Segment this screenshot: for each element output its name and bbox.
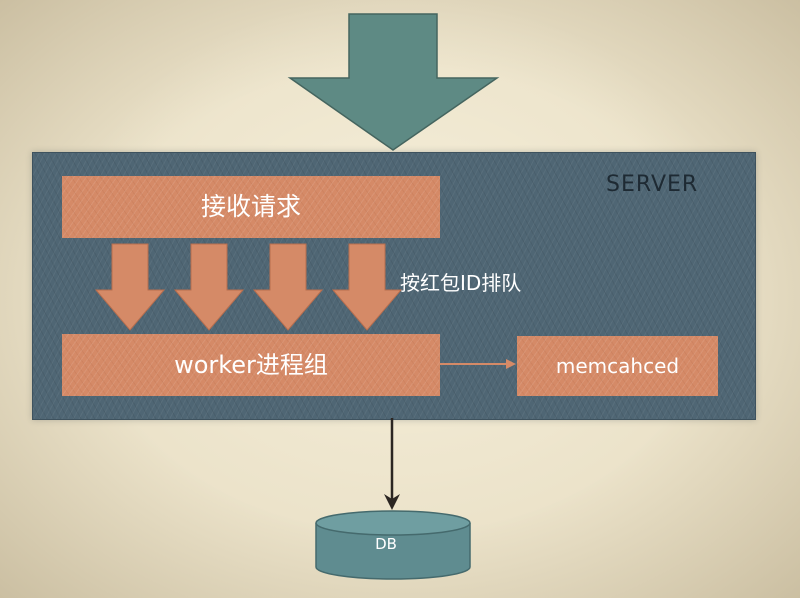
incoming-request-arrow-icon [287, 13, 500, 151]
server-label: SERVER [606, 172, 699, 197]
queue-arrow-icon [94, 243, 166, 331]
connector-arrow-icon [384, 494, 400, 510]
worker-process-group-box: worker进程组 [62, 334, 440, 396]
receive-request-box: 接收请求 [62, 176, 440, 238]
db-label: DB [375, 535, 397, 553]
memcached-box: memcahced [517, 336, 718, 396]
queue-arrow-icon [331, 243, 403, 331]
queue-arrow-icon [173, 243, 245, 331]
queue-by-id-label: 按红包ID排队 [400, 271, 522, 295]
connector-arrow-icon [506, 359, 516, 369]
queue-arrow-icon [252, 243, 324, 331]
database-cylinder-icon [315, 510, 471, 580]
